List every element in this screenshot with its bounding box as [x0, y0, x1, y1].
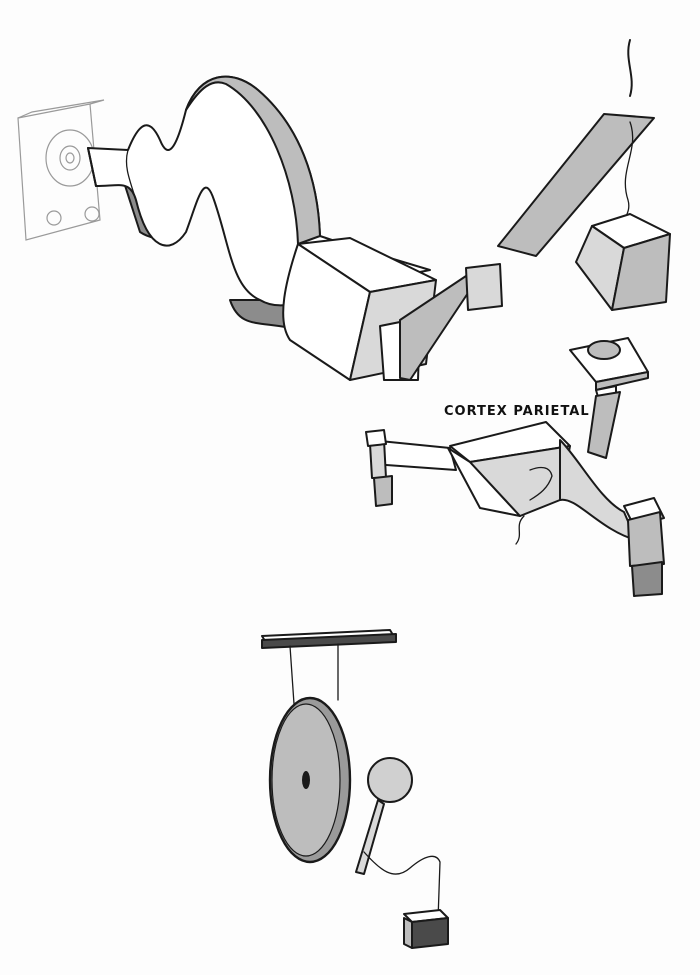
- cortex-parietal-label: CORTEX PARIETAL: [444, 404, 590, 419]
- button-stand: [570, 338, 648, 458]
- speaker-sketch: [18, 100, 104, 240]
- cortex-table: [366, 422, 664, 596]
- gong-assembly: [262, 630, 448, 948]
- hanging-cube: [576, 214, 670, 310]
- brainstem-block: [283, 238, 502, 380]
